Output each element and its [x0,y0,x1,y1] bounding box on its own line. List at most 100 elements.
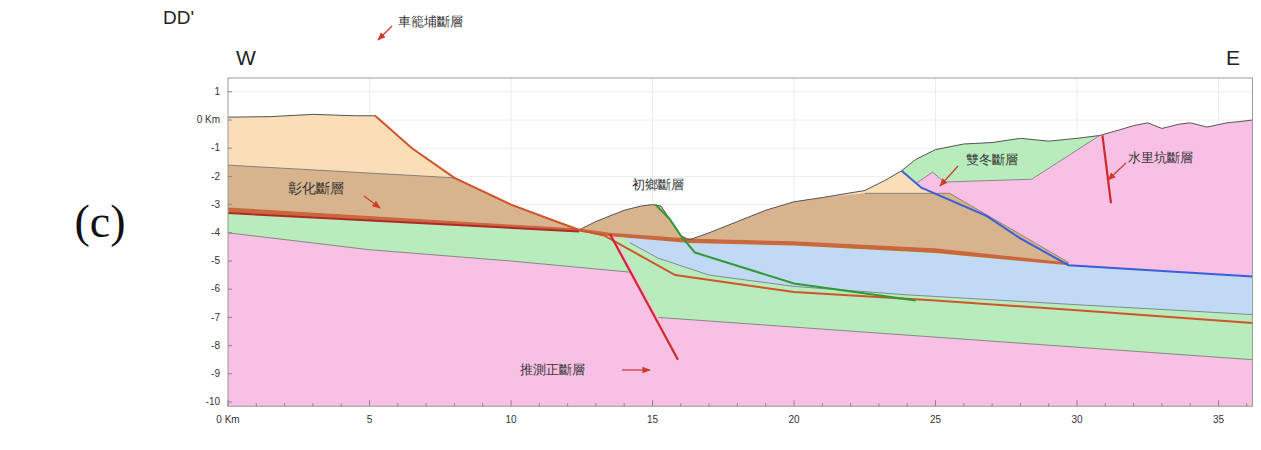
fault-name: 水里坑斷層 [1128,151,1193,166]
rock-layer [616,236,1253,360]
axis-tick [228,373,232,374]
leader-arrow [364,196,380,208]
fault-name: 初鄉斷層 [632,178,684,193]
axis-label: -5 [211,255,220,267]
axis-tick [228,261,232,262]
axis-tick [228,345,232,346]
fault-name: 車籠埔斷層 [398,15,463,30]
axis-label: 1 [214,86,220,98]
axis-tick [595,403,596,406]
axis-tick [228,400,229,406]
axis-tick [228,120,232,121]
axis-label: -7 [211,312,220,324]
axis-tick [228,232,232,233]
axis-tick [369,400,370,406]
axis-tick [228,289,232,290]
axis-tick [765,403,766,406]
axis-label: -6 [211,283,220,295]
axis-tick [228,402,232,403]
axis-tick [850,403,851,406]
axis-tick [935,400,936,406]
leader-arrow [622,369,650,370]
section-name: DD' [163,7,194,29]
fault-name: 推測正斷層 [520,363,585,378]
direction-label: W [236,46,256,70]
axis-label: 0 Km [197,114,220,126]
axis-tick [228,176,232,177]
panel-letter: (c) [74,196,125,249]
axis-label: -2 [211,171,220,183]
axis-tick [482,403,483,406]
fault-line [658,317,1252,359]
axis-tick [426,403,427,406]
axis-tick [539,403,540,406]
fault-line [902,171,1253,277]
axis-tick [284,403,285,406]
rock-layer [228,114,1252,406]
axis-tick [341,403,342,406]
fault-line [630,243,1253,315]
leader-arrow [940,166,958,186]
fault-name: 雙冬斷層 [966,153,1018,168]
fault-line [916,136,1100,184]
axis-label: 10 [505,414,516,426]
axis-tick [454,403,455,406]
axis-tick [1218,400,1219,406]
axis-label: 30 [1071,414,1082,426]
axis-tick [228,204,232,205]
axis-tick [709,403,710,406]
rock-layer [902,136,1100,184]
rock-layer [689,193,1068,262]
axis-label: -3 [211,199,220,211]
axis-tick [680,403,681,406]
fault-line [655,205,915,301]
axis-tick [1020,403,1021,406]
axis-tick [1190,403,1191,406]
axis-tick [907,403,908,406]
axis-tick [228,148,232,149]
leader-arrow [1108,163,1126,180]
leader-arrow [378,26,392,40]
axis-label: -4 [211,227,220,239]
fault-line [1102,136,1110,204]
axis-label: -1 [211,142,220,154]
axis-tick [963,403,964,406]
axis-label: 5 [367,414,373,426]
axis-label: 15 [647,414,658,426]
axis-tick [822,403,823,406]
axis-tick [1133,403,1134,406]
axis-tick [228,91,232,92]
axis-label: 20 [788,414,799,426]
axis-tick [794,400,795,406]
grid-line [228,91,1252,92]
fault-line [228,114,1252,239]
fault-line [865,193,1069,262]
axis-tick [567,403,568,406]
axis-label: 25 [930,414,941,426]
axis-label: -9 [211,368,220,380]
axis-tick [878,403,879,406]
axis-tick [737,403,738,406]
axis-tick [511,400,512,406]
axis-tick [228,317,232,318]
axis-tick [624,403,625,406]
fault-line [228,233,631,272]
axis-tick [1161,403,1162,406]
axis-tick [256,403,257,406]
fault-line [228,165,454,178]
direction-label: E [1226,46,1240,70]
fault-name: 彰化斷層 [288,180,344,196]
plot-frame [228,78,1252,406]
axis-tick [1077,400,1078,406]
fault-line [228,213,579,231]
axis-tick [397,403,398,406]
rock-layer [228,207,1069,265]
axis-tick [652,400,653,406]
fault-line [610,234,678,359]
axis-label: 35 [1213,414,1224,426]
axis-tick [992,403,993,406]
axis-tick [1105,403,1106,406]
axis-tick [1048,403,1049,406]
axis-tick [1246,403,1247,406]
